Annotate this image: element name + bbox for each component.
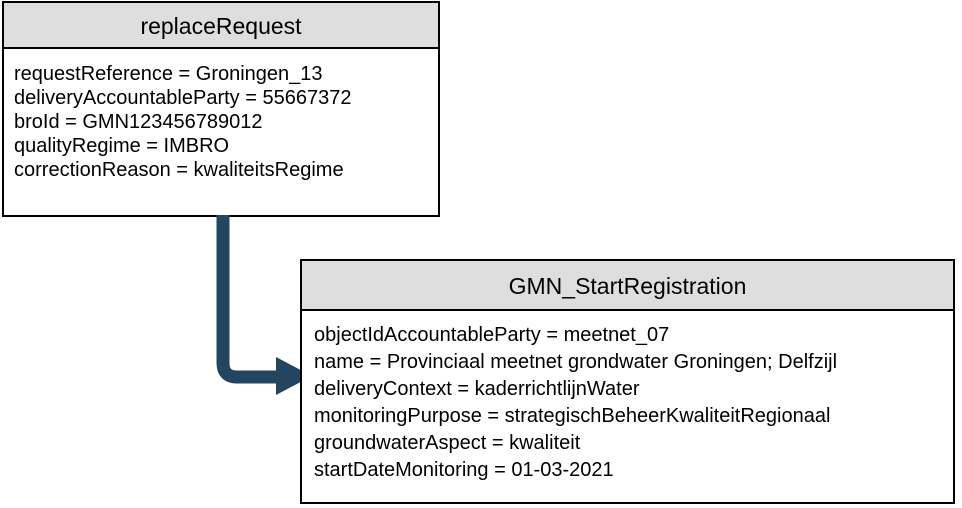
uml-attribute: startDateMonitoring = 01-03-2021 — [314, 459, 614, 481]
uml-attribute: correctionReason = kwaliteitsRegime — [14, 159, 344, 181]
uml-attribute: deliveryAccountableParty = 55667372 — [14, 87, 352, 109]
uml-attribute-list-gmn-start-registration: objectIdAccountableParty = meetnet_07 na… — [302, 311, 953, 484]
uml-attribute: broId = GMN123456789012 — [14, 111, 263, 133]
uml-attribute: qualityRegime = IMBRO — [14, 135, 230, 157]
uml-attribute: deliveryContext = kaderrichtlijnWater — [314, 378, 640, 400]
uml-object-title-replace-request: replaceRequest — [4, 3, 438, 49]
uml-attribute: monitoringPurpose = strategischBeheerKwa… — [314, 405, 831, 427]
connector-line — [216, 215, 282, 384]
uml-attribute: name = Provinciaal meetnet grondwater Gr… — [314, 351, 838, 373]
uml-attribute: objectIdAccountableParty = meetnet_07 — [314, 324, 670, 346]
uml-object-replace-request[interactable]: replaceRequest requestReference = Gronin… — [2, 1, 440, 217]
uml-attribute-list-replace-request: requestReference = Groningen_13 delivery… — [4, 49, 438, 182]
uml-attribute: requestReference = Groningen_13 — [14, 63, 323, 85]
uml-object-gmn-start-registration[interactable]: GMN_StartRegistration objectIdAccountabl… — [300, 259, 955, 504]
uml-object-title-gmn-start-registration: GMN_StartRegistration — [302, 261, 953, 311]
uml-attribute: groundwaterAspect = kwaliteit — [314, 432, 581, 454]
